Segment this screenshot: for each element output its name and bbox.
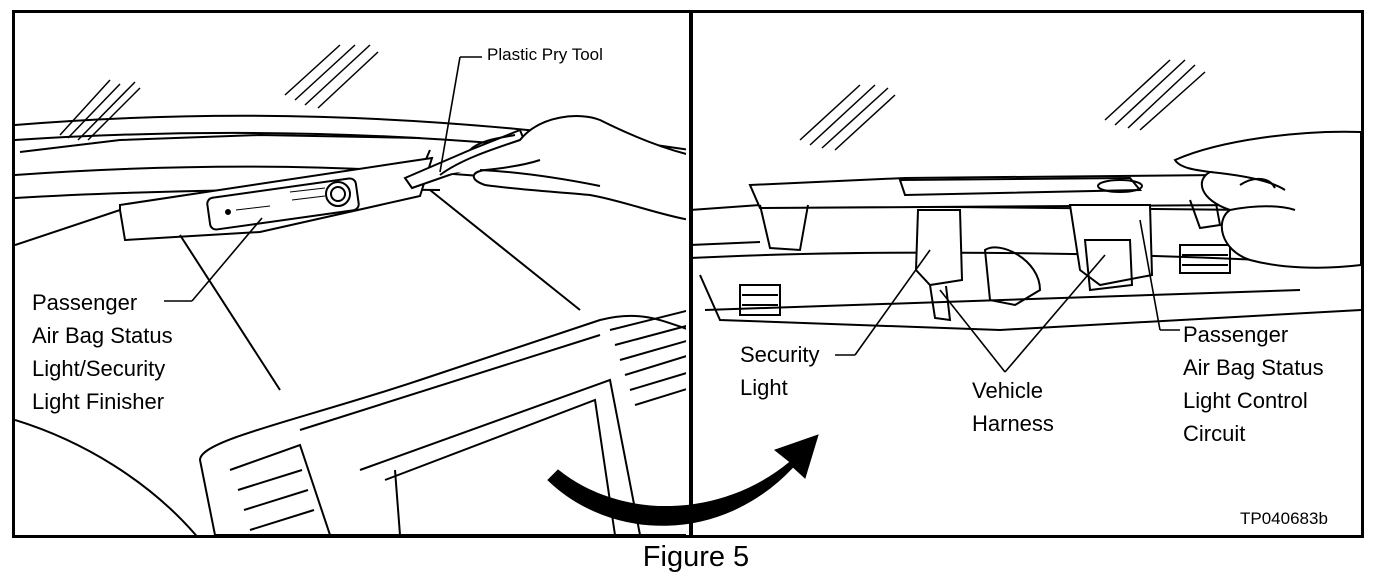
- label-control-circuit: Passenger Air Bag Status Light Control C…: [1183, 322, 1324, 446]
- panel-divider: [689, 13, 693, 535]
- label-plastic-pry-tool: Plastic Pry Tool: [487, 45, 603, 64]
- right-panel-illustration: [690, 59, 1361, 373]
- figure-caption: Figure 5: [642, 541, 750, 573]
- windshield-glare-right: [799, 59, 1206, 151]
- windshield-glare-left: [59, 44, 379, 141]
- curved-arrow-icon: [547, 434, 819, 526]
- reference-code: TP040683b: [1240, 509, 1328, 528]
- label-security-light: Security Light: [740, 342, 820, 400]
- label-vehicle-harness: Vehicle Harness: [972, 378, 1054, 436]
- label-finisher: Passenger Air Bag Status Light/Security …: [32, 290, 173, 414]
